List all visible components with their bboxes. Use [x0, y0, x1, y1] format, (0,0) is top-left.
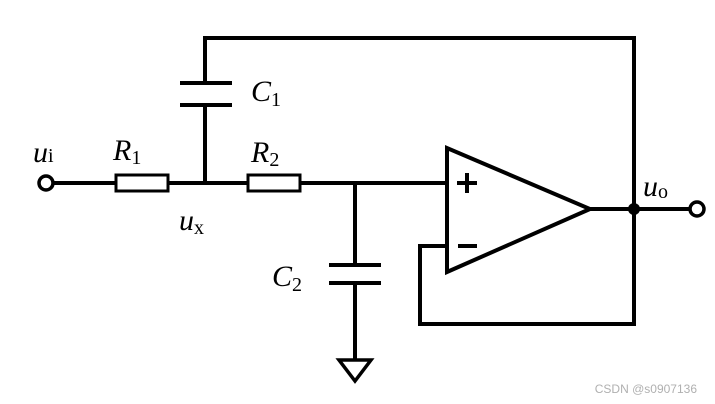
output-node-dot: [628, 203, 640, 215]
label-r1: R1: [112, 134, 141, 169]
label-input: ui: [33, 136, 54, 169]
resistor-r1: [114, 173, 170, 193]
label-c2: C2: [272, 260, 302, 296]
label-output: uo: [643, 170, 668, 203]
label-c1: C1: [251, 75, 281, 111]
label-node-x: ux: [179, 204, 204, 239]
label-r2: R2: [250, 136, 279, 171]
input-terminal: [37, 174, 55, 192]
plus-sign: [457, 173, 477, 193]
output-terminal: [688, 200, 706, 218]
resistor-r2: [246, 173, 302, 193]
feedback-wire: [203, 36, 636, 210]
watermark: CSDN @s0907136: [594, 382, 697, 396]
op-amp-triangle: [445, 144, 596, 276]
ground-icon: [335, 358, 375, 384]
unity-feedback-wire: [418, 206, 636, 326]
